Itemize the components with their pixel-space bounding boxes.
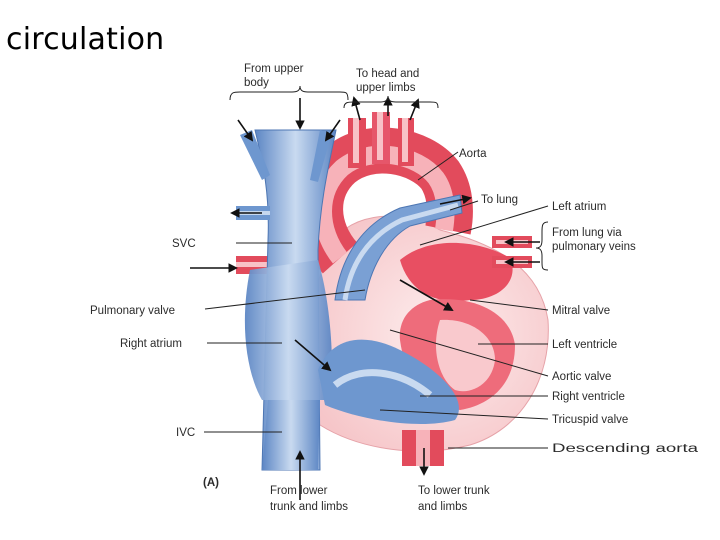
label-left-atrium: Left atrium (552, 201, 606, 213)
label-left-ventricle: Left ventricle (552, 339, 617, 351)
label-tricuspid-valve: Tricuspid valve (552, 414, 628, 426)
label-to-head: To head and (356, 68, 419, 80)
right-heart (236, 129, 463, 471)
label-mitral-valve: Mitral valve (552, 305, 610, 317)
upper-body-bracket (229, 85, 349, 101)
leader-lines (204, 151, 549, 449)
label-to-lung: To lung (481, 194, 518, 206)
descending-aorta (402, 430, 444, 466)
slide-title: circulation (6, 22, 165, 57)
label-aorta: Aorta (459, 148, 487, 160)
label-from-lower: From lower (270, 485, 328, 497)
label-aortic-valve: Aortic valve (552, 371, 611, 383)
label-right-ventricle: Right ventricle (552, 391, 625, 403)
label-descending-aorta: Descending aorta (552, 443, 699, 455)
label-to-head-2: upper limbs (356, 82, 416, 94)
label-from-upper-body: From upper (244, 63, 304, 75)
flow-arrows (190, 96, 540, 500)
label-to-lower-2: and limbs (418, 501, 467, 513)
label-from-lung: From lung via (552, 227, 622, 239)
labels: From upper body To head and upper limbs … (90, 63, 699, 513)
left-atrium-bracket (535, 221, 549, 271)
label-ivc: IVC (176, 427, 195, 439)
head-limbs-bracket (343, 95, 439, 109)
panel-label: (A) (203, 477, 219, 489)
label-from-lung-2: pulmonary veins (552, 241, 636, 253)
label-to-lower: To lower trunk (418, 485, 490, 497)
label-svc: SVC (172, 238, 196, 250)
label-right-atrium: Right atrium (120, 338, 182, 350)
label-from-upper-body-2: body (244, 77, 269, 89)
label-pulmonary-valve: Pulmonary valve (90, 305, 175, 317)
label-from-lower-2: trunk and limbs (270, 501, 348, 513)
